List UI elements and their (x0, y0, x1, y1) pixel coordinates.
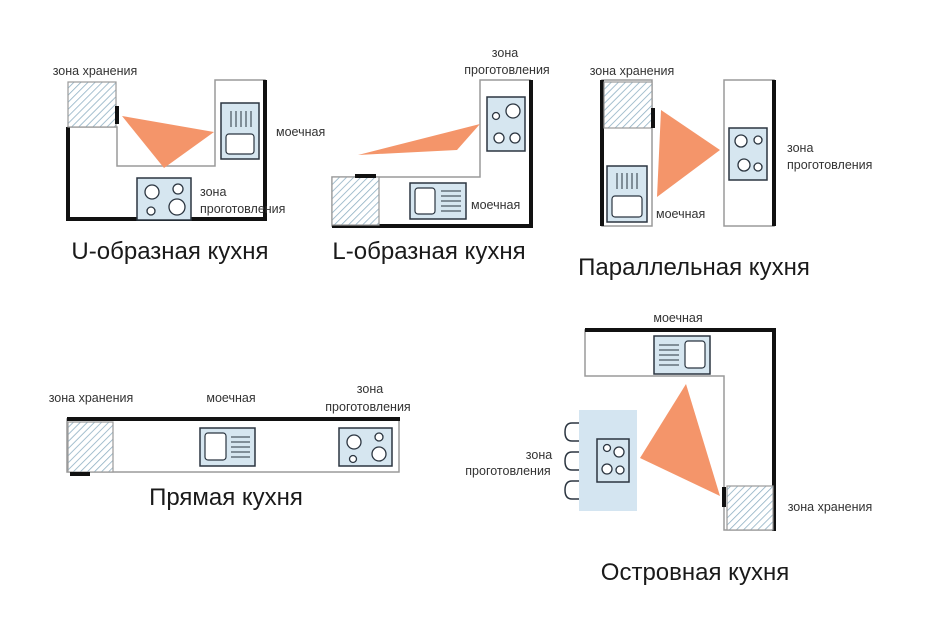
straight-title: Прямая кухня (149, 484, 303, 511)
parallel-sink-icon (606, 165, 648, 223)
l-stove-icon (486, 96, 526, 152)
u-storage-cabinet-icon (67, 81, 119, 128)
parallel-storage-cabinet-icon (603, 81, 655, 129)
u-stove-label-line1: зона (200, 185, 226, 199)
straight-sink-icon (199, 427, 256, 467)
u-sink-icon (220, 102, 260, 160)
parallel-storage-label: зона хранения (590, 64, 675, 78)
parallel-stove-icon (728, 127, 768, 181)
u-storage-label: зона хранения (53, 64, 138, 78)
island-stove-icon (596, 438, 630, 483)
island-bar-stool-icons (564, 422, 579, 500)
island-storage-cabinet-icon (722, 485, 774, 531)
u-stove-label-line2: проготовления (200, 202, 285, 216)
parallel-title: Параллельная кухня (578, 254, 810, 281)
island-stove-label-line1: зона (526, 448, 552, 462)
parallel-stove-label-line1: зона (787, 141, 813, 155)
l-sink-icon (409, 182, 467, 220)
u-sink-label: моечная (276, 125, 325, 139)
l-work-triangle (358, 124, 480, 155)
island-title: Островная кухня (601, 559, 789, 586)
straight-stove-icon (338, 427, 393, 467)
u-stove-icon (136, 177, 192, 221)
island-sink-label: моечная (653, 311, 702, 325)
island-stove-label-line2: проготовления (465, 464, 550, 478)
straight-sink-label: моечная (206, 391, 255, 405)
l-stove-label-line2: проготовления (464, 63, 549, 77)
u-kitchen: зона хранения моечная зона проготовления… (53, 64, 325, 265)
l-kitchen: зона проготовления моечная L-образная ку… (331, 46, 550, 265)
u-work-triangle (122, 116, 214, 168)
straight-storage-label: зона хранения (49, 391, 134, 405)
parallel-sink-label: моечная (656, 207, 705, 221)
parallel-stove-label-line2: проготовления (787, 158, 872, 172)
straight-stove-label-line2: проготовления (325, 400, 410, 414)
l-sink-label: моечная (471, 198, 520, 212)
l-stove-label-line1: зона (492, 46, 518, 60)
parallel-work-triangle (657, 110, 720, 197)
parallel-kitchen: зона хранения моечная зона проготовления… (578, 64, 872, 281)
l-title: L-образная кухня (332, 238, 525, 265)
straight-kitchen: зона хранения моечная зона проготовления… (49, 382, 411, 511)
l-wall (332, 80, 533, 228)
u-title: U-образная кухня (71, 238, 268, 265)
island-kitchen: моечная зона проготовления зона хранения… (465, 311, 872, 586)
l-storage-cabinet-icon (331, 174, 380, 226)
island-sink-icon (653, 335, 711, 375)
straight-stove-label-line1: зона (357, 382, 383, 396)
island-storage-label: зона хранения (788, 500, 873, 514)
island-wall (585, 328, 776, 531)
straight-storage-cabinet-icon (67, 421, 114, 476)
island-work-triangle (640, 384, 720, 496)
